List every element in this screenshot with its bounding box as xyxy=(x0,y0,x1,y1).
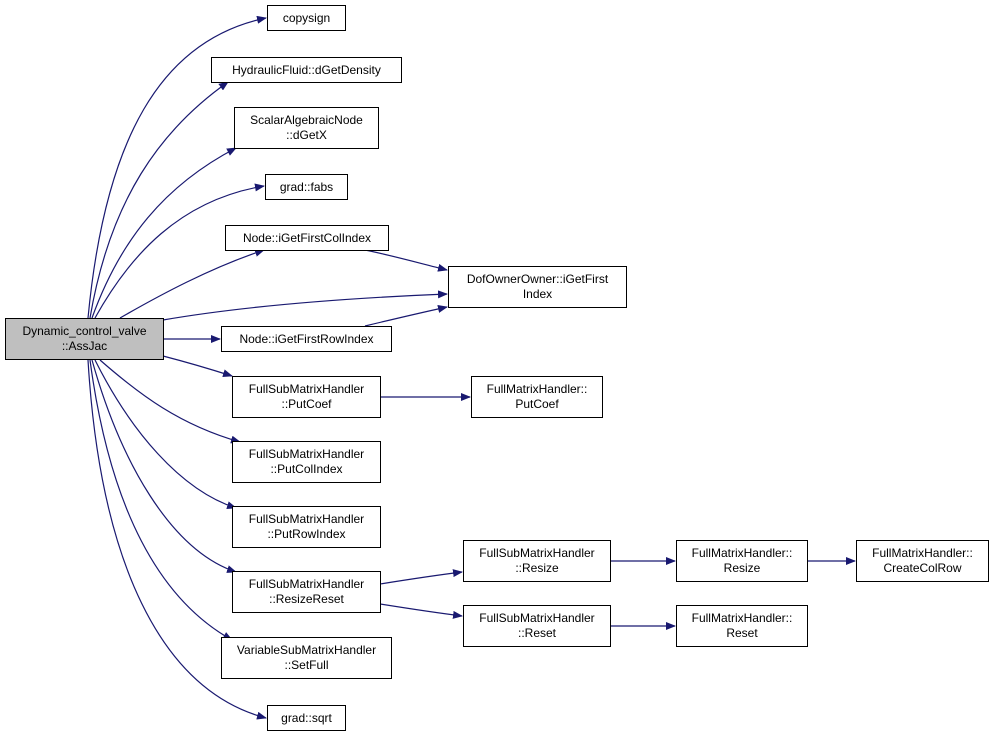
node-label-line1: FullMatrixHandler:: xyxy=(691,611,793,625)
edge-root-fsm-putrowindex xyxy=(94,359,237,510)
node-copysign[interactable]: copysign xyxy=(267,5,346,31)
node-dynamic-control-valve-assjac: Dynamic_control_valve ::AssJac xyxy=(5,318,164,360)
node-label-line1: Node::iGetFirstColIndex xyxy=(242,230,372,245)
node-fullsubmatrixhandler-reset[interactable]: FullSubMatrixHandler ::Reset xyxy=(463,605,611,647)
node-fullsubmatrixhandler-putcoef[interactable]: FullSubMatrixHandler ::PutCoef xyxy=(232,376,381,418)
edge-root-fsm-putcoef xyxy=(162,355,233,378)
node-fullmatrixhandler-reset[interactable]: FullMatrixHandler:: Reset xyxy=(676,605,808,647)
node-label-line2: Index xyxy=(522,287,553,301)
edge-root-grad-sqrt xyxy=(87,359,267,720)
node-hydraulicfluid-dgetdensity[interactable]: HydraulicFluid::dGetDensity xyxy=(211,57,402,83)
node-label-line1: grad::sqrt xyxy=(281,710,332,725)
node-label-line2: ::dGetX xyxy=(286,128,327,142)
node-label-line2: ::PutRowIndex xyxy=(267,527,346,541)
node-scalaralgebraicnode-dgetx[interactable]: ScalarAlgebraicNode ::dGetX xyxy=(234,107,379,149)
node-label-line2: ::Reset xyxy=(517,626,556,640)
edge-root-grad-fabs xyxy=(94,183,265,319)
node-node-igetfirstrowindex[interactable]: Node::iGetFirstRowIndex xyxy=(221,326,392,352)
node-label-line1: copysign xyxy=(282,10,331,25)
node-fullsubmatrixhandler-resizereset[interactable]: FullSubMatrixHandler ::ResizeReset xyxy=(232,571,381,613)
node-label-line1: FullSubMatrixHandler xyxy=(248,382,365,396)
node-fullsubmatrixhandler-resize[interactable]: FullSubMatrixHandler ::Resize xyxy=(463,540,611,582)
node-label-line1: FullSubMatrixHandler xyxy=(248,577,365,591)
node-label-line1: Node::iGetFirstRowIndex xyxy=(239,331,374,346)
edge-root-fsm-resizereset xyxy=(91,359,237,573)
node-label-line1: ScalarAlgebraicNode xyxy=(250,113,363,127)
node-fullmatrixhandler-createcolrow[interactable]: FullMatrixHandler:: CreateColRow xyxy=(856,540,989,582)
edge-root-dof-firstindex xyxy=(162,290,448,321)
node-label-line1: grad::fabs xyxy=(279,179,334,194)
node-grad-fabs[interactable]: grad::fabs xyxy=(265,174,348,200)
edge-fsm-resizereset-fsm-reset xyxy=(379,603,463,619)
node-fullsubmatrixhandler-putrowindex[interactable]: FullSubMatrixHandler ::PutRowIndex xyxy=(232,506,381,548)
node-label-line1: FullSubMatrixHandler xyxy=(248,447,365,461)
node-node-igetfirstcolindex[interactable]: Node::iGetFirstColIndex xyxy=(225,225,389,251)
edge-root-copysign xyxy=(87,15,267,319)
node-label-line1: FullMatrixHandler:: xyxy=(691,546,793,560)
edge-root-vsm-setfull xyxy=(89,359,233,641)
node-label-line2: Reset xyxy=(726,626,758,640)
node-dofownerowner-igetfirstindex[interactable]: DofOwnerOwner::iGetFirst Index xyxy=(448,266,627,308)
edge-node-firstcol-dof xyxy=(364,249,448,272)
node-label-line1: FullMatrixHandler:: xyxy=(872,546,973,560)
node-label-line1: HydraulicFluid::dGetDensity xyxy=(232,62,381,77)
node-label-line1: VariableSubMatrixHandler xyxy=(236,643,377,657)
node-label-line2: PutCoef xyxy=(515,397,559,411)
node-label-line1: FullSubMatrixHandler xyxy=(479,546,595,560)
edge-root-scalar-getx xyxy=(91,147,237,319)
node-fullsubmatrixhandler-putcolindex[interactable]: FullSubMatrixHandler ::PutColIndex xyxy=(232,441,381,483)
node-label-line2: ::ResizeReset xyxy=(269,592,344,606)
edge-fsm-resizereset-fsm-resize xyxy=(379,569,463,585)
node-label-line2: ::PutCoef xyxy=(281,397,332,411)
node-label-line1: Dynamic_control_valve xyxy=(22,324,147,338)
node-label-line1: DofOwnerOwner::iGetFirst xyxy=(466,272,609,286)
node-label-line1: FullSubMatrixHandler xyxy=(248,512,365,526)
node-variablesubmatrixhandler-setfull[interactable]: VariableSubMatrixHandler ::SetFull xyxy=(221,637,392,679)
node-label-line2: CreateColRow xyxy=(883,561,962,575)
node-label-line2: ::AssJac xyxy=(61,339,108,353)
node-fullmatrixhandler-putcoef[interactable]: FullMatrixHandler:: PutCoef xyxy=(471,376,603,418)
node-label-line1: FullMatrixHandler:: xyxy=(486,382,588,396)
edge-root-hf-density xyxy=(89,81,229,319)
node-label-line2: ::SetFull xyxy=(284,658,329,672)
edge-root-fsm-putcolindex xyxy=(99,359,241,444)
node-label-line1: FullSubMatrixHandler xyxy=(479,611,595,625)
node-fullmatrixhandler-resize[interactable]: FullMatrixHandler:: Resize xyxy=(676,540,808,582)
node-label-line2: ::Resize xyxy=(515,561,559,575)
edge-node-firstrow-dof xyxy=(364,305,448,327)
node-label-line2: ::PutColIndex xyxy=(270,462,343,476)
node-grad-sqrt[interactable]: grad::sqrt xyxy=(267,705,346,731)
node-label-line2: Resize xyxy=(723,561,761,575)
edge-root-node-firstcol xyxy=(119,249,265,319)
